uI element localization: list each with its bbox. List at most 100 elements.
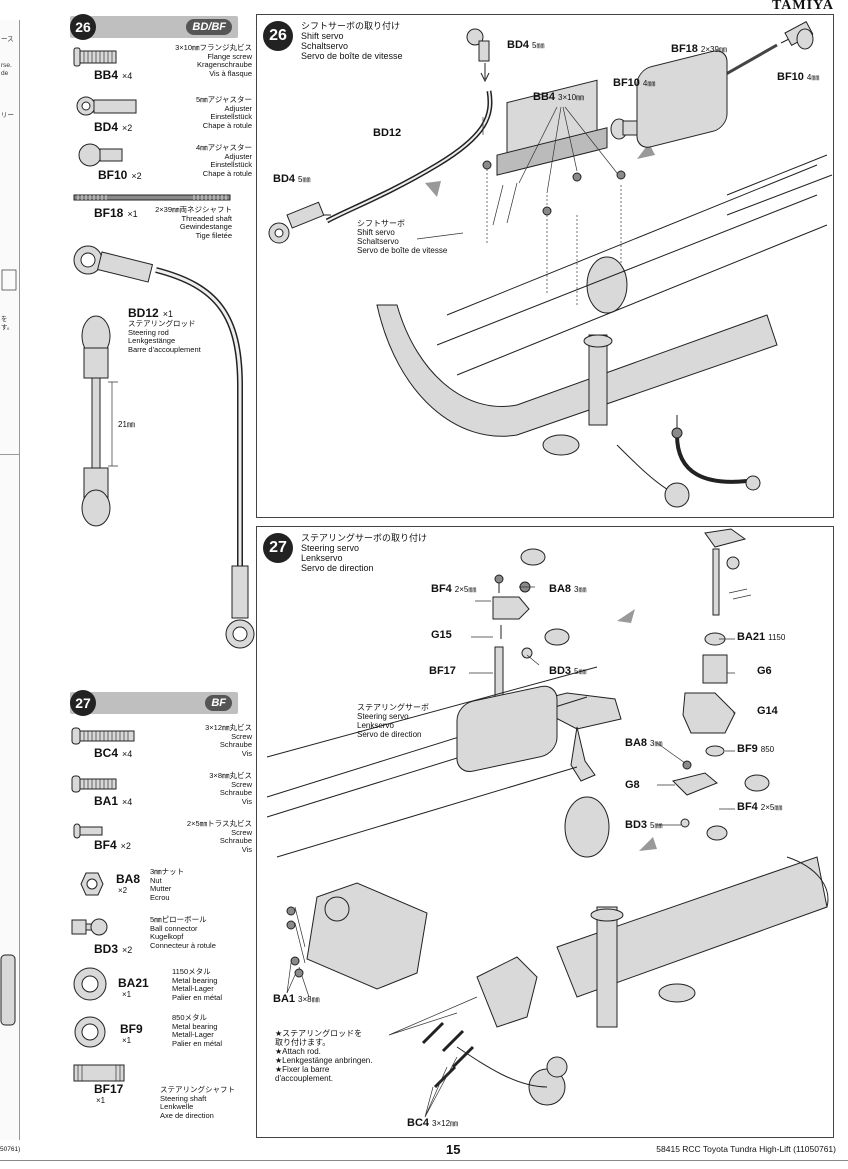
part-qty: ×4 xyxy=(122,71,133,81)
brand-logo: TAMIYA xyxy=(771,0,834,13)
bag-tag: BD/BF xyxy=(186,19,232,35)
part-qty: ×2 xyxy=(122,945,133,955)
part-code: BF18 xyxy=(94,206,124,220)
adjuster-small-icon xyxy=(78,143,123,167)
threaded-shaft-icon xyxy=(73,194,231,201)
ball-connector-icon xyxy=(71,918,108,936)
part-code: BF10 xyxy=(98,168,128,182)
fragment-text: ース xyxy=(1,36,14,43)
label-bf17: BF17 xyxy=(429,665,456,677)
fragment-text: リー xyxy=(1,112,14,119)
fragment-text: す。 xyxy=(1,324,14,331)
part-qty: ×2 xyxy=(131,171,142,181)
step-27-header: 27 BF xyxy=(70,690,238,716)
fragment-text: を xyxy=(1,316,8,323)
part-code: BA21 xyxy=(118,976,149,990)
part-qty: ×2 xyxy=(122,123,133,133)
label-bd12: BD12 xyxy=(373,127,402,139)
label-g14: G14 xyxy=(757,705,778,717)
part-qty: ×4 xyxy=(122,797,133,807)
nut-icon xyxy=(80,872,104,896)
part-code: BB4 xyxy=(94,68,119,82)
adjuster-icon xyxy=(76,96,137,116)
bag-tag: BF xyxy=(205,695,232,711)
step-number: 27 xyxy=(70,690,96,716)
attach-rod-note: ★ステアリングロッドを取り付けます。★Attach rod.★Lenkgestä… xyxy=(275,1029,373,1083)
part-qty: ×1 xyxy=(122,1036,132,1045)
truss-screw-icon xyxy=(73,823,103,839)
part-code: BC4 xyxy=(94,746,119,760)
steering-servo-assembly-drawing xyxy=(266,528,829,1118)
fragment-text: rse. xyxy=(1,62,12,69)
label-g6: G6 xyxy=(757,665,772,677)
part-qty: ×1 xyxy=(127,209,138,219)
steering-shaft-icon xyxy=(73,1064,125,1082)
part-code: BF4 xyxy=(94,838,117,852)
step-number: 26 xyxy=(70,14,96,40)
model-code: 58415 RCC Toyota Tundra High-Lift (11050… xyxy=(656,1144,836,1154)
part-code: BF9 xyxy=(120,1022,143,1036)
part-code: BA8 xyxy=(116,872,141,886)
part-qty: ×1 xyxy=(96,1096,106,1105)
part-code: BA1 xyxy=(94,794,119,808)
left-page-strip: ース rse. de リー を す。 xyxy=(0,20,20,1140)
metal-bearing-icon xyxy=(74,1016,106,1048)
part-code: BD4 xyxy=(94,120,119,134)
step-number: 26 xyxy=(263,21,293,51)
part-qty: ×1 xyxy=(122,990,132,999)
part-qty: ×4 xyxy=(122,749,133,759)
fragment-drawing xyxy=(0,269,17,1026)
label-g15: G15 xyxy=(431,629,452,641)
flange-screw-icon xyxy=(73,47,117,67)
step-number: 27 xyxy=(263,533,293,563)
part-qty: ×2 xyxy=(120,841,131,851)
part-code: BD3 xyxy=(94,942,119,956)
steering-rod-drawing xyxy=(73,245,255,649)
screw-icon xyxy=(71,775,117,793)
step-26-header: 26 BD/BF xyxy=(70,14,238,40)
screw-icon xyxy=(71,727,135,745)
part-code: BD12 xyxy=(128,306,159,320)
